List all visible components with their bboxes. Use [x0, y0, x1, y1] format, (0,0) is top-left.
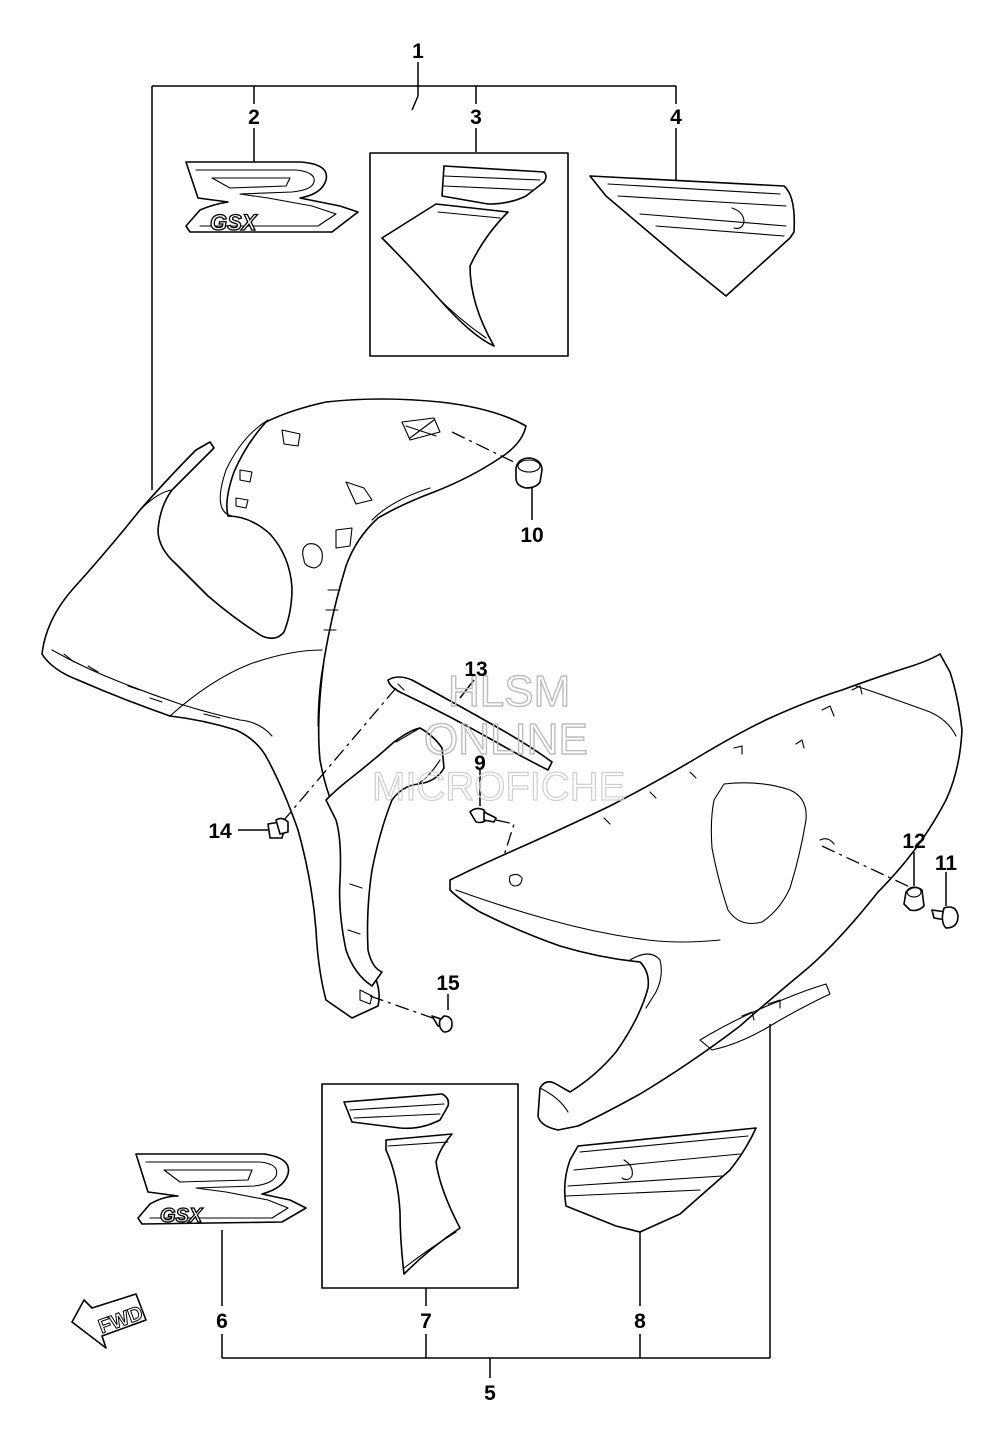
bolt-9	[469, 770, 515, 877]
callout-14: 14	[208, 820, 232, 843]
watermark-line-3: MICROFICHE	[372, 765, 625, 809]
grommet-10	[451, 431, 543, 520]
callout-6: 6	[216, 1310, 228, 1333]
decal-side-4	[589, 175, 796, 297]
decal-r-gsx-lower: GSX	[135, 1153, 307, 1228]
forward-direction-arrow: FWD	[71, 1293, 147, 1349]
decal-stripe-kit-3	[369, 152, 569, 357]
side-fairing-assembly	[449, 653, 963, 1131]
grommet-12	[821, 845, 925, 912]
bracket-group-5	[221, 1024, 771, 1378]
callout-5: 5	[484, 1382, 496, 1405]
watermark: HLSM ONLINE MICROFICHE	[371, 666, 626, 809]
upper-fairing-assembly	[41, 398, 527, 1019]
callout-4: 4	[670, 106, 682, 129]
callout-15: 15	[436, 972, 460, 995]
decal-logo-text-lower: GSX	[160, 1205, 204, 1227]
seal-strip-13	[283, 676, 553, 821]
callout-9: 9	[474, 752, 486, 775]
decal-logo-text-upper: GSX	[210, 210, 258, 235]
bracket-group-1	[151, 62, 677, 490]
callout-10: 10	[520, 524, 543, 547]
callout-13: 13	[464, 658, 487, 681]
callout-labels: 1 2 3 4 10 13 9 14 12 11 15 6 7 8 5	[208, 40, 957, 1405]
callout-8: 8	[634, 1310, 646, 1333]
decal-stripe-kit-7	[321, 1083, 519, 1289]
callout-7: 7	[420, 1310, 432, 1333]
decal-r-gsx-upper: GSX	[185, 161, 359, 236]
callout-2: 2	[248, 106, 260, 129]
bolt-15	[369, 994, 453, 1033]
watermark-line-1: HLSM	[448, 667, 570, 716]
callout-11: 11	[935, 852, 958, 875]
watermark-line-2: ONLINE	[424, 715, 588, 764]
bolt-14	[238, 817, 289, 839]
callout-12: 12	[902, 830, 925, 853]
callout-1: 1	[412, 40, 424, 63]
bolt-11	[931, 872, 959, 929]
decal-side-8	[563, 1127, 757, 1233]
callout-3: 3	[470, 106, 482, 129]
